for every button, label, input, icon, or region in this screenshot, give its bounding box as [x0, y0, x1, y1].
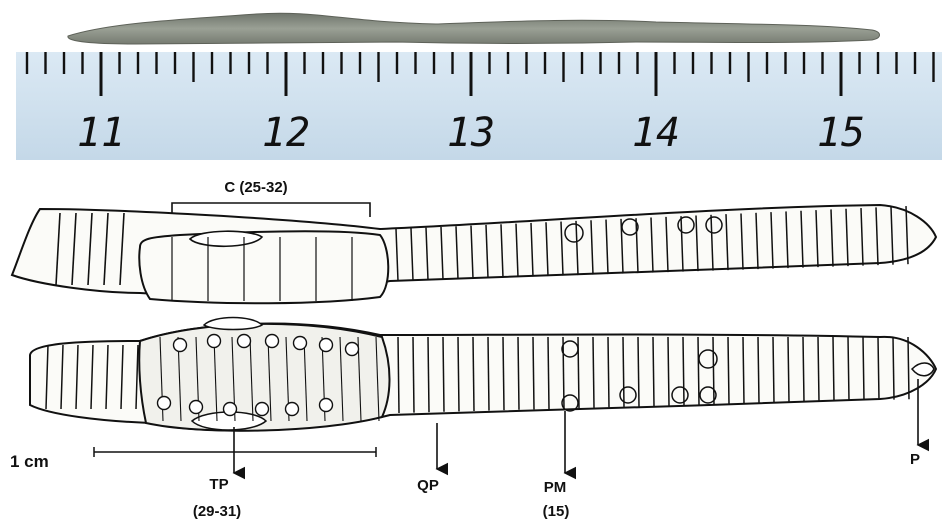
specimen-photo-panel: 11 12 13 14 15	[16, 0, 942, 162]
tubercle	[256, 403, 269, 416]
worm-drawing	[0, 165, 945, 527]
ventral-segment-line	[593, 337, 594, 408]
ventral-view	[30, 318, 936, 431]
tubercle	[266, 335, 279, 348]
tubercle	[224, 403, 237, 416]
ventral-segment-line	[608, 337, 609, 407]
ventral-segment-line	[878, 337, 879, 400]
tp-range-label: (29-31)	[193, 503, 241, 520]
pm-label: PM	[544, 479, 567, 496]
ventral-segment-line	[428, 337, 429, 412]
ventral-segment-line	[413, 337, 414, 413]
tubercle	[294, 337, 307, 350]
ventral-segment-line	[848, 337, 849, 401]
dorsal-view	[12, 205, 936, 303]
clitellum-swelling	[139, 231, 388, 303]
ventral-segment-line	[773, 337, 774, 403]
ventral-segment-line	[698, 337, 699, 405]
ventral-segment-line	[788, 337, 789, 402]
ventral-segment-line	[908, 337, 909, 399]
ventral-segment-line	[533, 337, 534, 409]
tubercle	[346, 343, 359, 356]
ruler-number: 14	[632, 110, 680, 156]
tubercle	[208, 335, 221, 348]
ventral-segment-line	[443, 337, 444, 412]
ventral-segment-line	[803, 337, 804, 402]
ruler-number: 12	[262, 110, 310, 156]
scale-bar	[94, 447, 376, 457]
ventral-segment-line	[503, 337, 504, 410]
tubercle	[320, 339, 333, 352]
ventral-segment-line	[638, 337, 639, 407]
qp-label: QP	[417, 477, 439, 494]
p-label: P	[910, 451, 920, 468]
ventral-segment-line	[863, 337, 864, 400]
tubercle	[174, 339, 187, 352]
ventral-segment-line	[668, 337, 669, 406]
ruler-number: 15	[817, 110, 865, 156]
clitellum-pore-top	[204, 318, 262, 330]
pm-segment-label: (15)	[543, 503, 570, 520]
ventral-segment-line	[758, 337, 759, 403]
ventral-segment-line	[398, 337, 399, 413]
clitellum-label: C (25-32)	[224, 179, 287, 196]
tubercle	[286, 403, 299, 416]
ventral-segment-line	[893, 337, 894, 400]
tubercle	[238, 335, 251, 348]
ventral-segment-line	[683, 337, 684, 405]
ruler-number: 11	[77, 110, 125, 156]
ventral-segment-line	[518, 337, 519, 410]
ventral-segment-line	[743, 337, 744, 404]
ventral-segment-line	[713, 337, 714, 404]
ruler-number: 13	[447, 110, 495, 156]
tubercle	[190, 401, 203, 414]
ventral-segment-line	[818, 337, 819, 402]
ventral-segment-line	[728, 337, 729, 404]
scale-label: 1 cm	[10, 453, 49, 470]
ventral-segment-line	[473, 337, 474, 411]
ventral-segment-line	[653, 337, 654, 406]
tubercle	[158, 397, 171, 410]
ventral-segment-line	[623, 337, 624, 407]
tp-label: TP	[209, 476, 228, 493]
ventral-segment-line	[548, 337, 549, 409]
ventral-segment-line	[458, 337, 459, 411]
tubercle	[320, 399, 333, 412]
ventral-segment-line	[833, 337, 834, 401]
diagram-panel: C (25-32) 1 cm TP (29-31) QP PM (15) P	[0, 165, 945, 527]
ventral-segment-line	[488, 337, 489, 411]
specimen-photo: 11 12 13 14 15	[16, 0, 942, 162]
